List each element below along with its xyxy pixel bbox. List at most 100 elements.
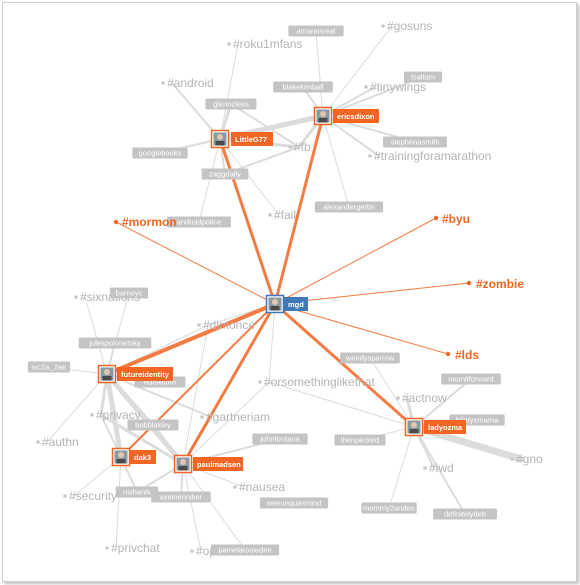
gray-edge — [322, 115, 350, 208]
user-label: amareisreal — [296, 27, 336, 36]
user-node-pamelarosiedee[interactable]: pamelarosiedee — [210, 544, 280, 556]
gray-edge — [268, 381, 415, 428]
user-node-blakekimball[interactable]: blakekimball — [273, 81, 333, 93]
hashtag-node-fail[interactable]: #fail — [268, 208, 296, 222]
user-node-ericsdixon[interactable]: ericsdixon — [313, 106, 380, 126]
user-node-dak3[interactable]: dak3 — [111, 447, 157, 467]
hashtag-label: #tinywings — [370, 80, 426, 94]
graph-nodes: #gosuns #roku1mfans #android #tinywings #fb #… — [27, 19, 543, 558]
gray-edge — [268, 303, 276, 383]
user-node-tsaltom[interactable]: tsaltom — [403, 71, 443, 83]
user-node-zaggdaily[interactable]: zaggdaily — [201, 168, 249, 180]
hashtag-node-gno[interactable]: #gno — [510, 452, 543, 466]
user-label: LittleG77 — [235, 135, 267, 144]
user-label: barneyc — [116, 289, 143, 298]
hashtag-label: #privchat — [111, 541, 160, 555]
hashtag-label: #mormon — [122, 215, 177, 229]
user-label: pamelarosiedee — [218, 546, 271, 555]
hashtag-node-iwd[interactable]: #iwd — [423, 461, 454, 475]
gray-edge — [219, 138, 280, 216]
user-node-mommy2andoo[interactable]: mommy2andoo — [361, 502, 417, 514]
user-label: futureidentity — [121, 370, 170, 379]
hashtag-label: #dimonce — [203, 318, 255, 332]
hashtag-node-fb[interactable]: #fb — [288, 140, 311, 154]
orange-edge — [274, 303, 449, 355]
hashtag-label: #security — [69, 489, 117, 503]
user-label: lhenpecked — [341, 436, 379, 445]
orange-edge — [106, 302, 276, 376]
hashtag-node-dimonce[interactable]: #dimonce — [197, 318, 255, 332]
user-node-glennzlees[interactable]: glennzlees — [205, 98, 257, 110]
user-node-amareisreal[interactable]: amareisreal — [288, 25, 344, 37]
user-node-nishantk[interactable]: nishantk — [115, 486, 159, 498]
center-node-mgd[interactable]: mgd — [265, 294, 309, 314]
hashtag-node-mormon[interactable]: #mormon — [113, 215, 177, 229]
orange-edge — [181, 303, 277, 465]
gray-edge — [182, 463, 202, 552]
hashtag-node-lds[interactable]: #lds — [445, 348, 480, 362]
user-node-weeunquietmind[interactable]: weeunquietmind — [259, 497, 329, 509]
hashtag-node-authn[interactable]: #authn — [36, 435, 79, 449]
user-node-definitelydeb[interactable]: definitelydeb — [433, 508, 497, 520]
hashtag-network-graph[interactable]: #gosuns #roku1mfans #android #tinywings #fb #… — [3, 3, 577, 582]
user-node-axelnenniker[interactable]: axelnenniker — [151, 491, 211, 503]
hashtag-node-zombie[interactable]: #zombie — [466, 277, 525, 291]
user-label: hilaryxmama — [456, 416, 499, 425]
hashtag-node-gartneriam[interactable]: #gartneriam — [200, 410, 270, 424]
gray-edge — [198, 138, 221, 223]
user-node-lhenpecked[interactable]: lhenpecked — [334, 434, 386, 446]
orange-edge — [274, 217, 437, 305]
avatar-icon — [404, 417, 424, 437]
hashtag-node-nausea[interactable]: #nausea — [233, 480, 285, 494]
user-node-wc2a-2ae[interactable]: wc2a_2ae — [27, 361, 71, 373]
gray-edge — [369, 357, 415, 428]
user-node-johnfontana[interactable]: johnfontana — [252, 433, 308, 445]
orange-edge — [218, 138, 277, 305]
hashtag-node-privacy[interactable]: #privacy — [90, 408, 141, 422]
user-node-androidpolice[interactable]: androidpolice — [167, 216, 231, 228]
gray-edge — [388, 426, 415, 509]
user-node-julespolonetsky[interactable]: julespolonetsky — [78, 337, 152, 349]
hashtag-node-gosuns[interactable]: #gosuns — [381, 19, 432, 33]
user-label: nishantk — [123, 488, 151, 497]
user-label: ladyozma — [428, 423, 463, 432]
gray-edge — [115, 456, 122, 549]
orange-edge — [115, 221, 276, 305]
user-node-googlebooks[interactable]: googlebooks — [132, 147, 188, 159]
center-label: mgd — [288, 300, 304, 309]
gray-edge — [99, 413, 185, 466]
hashtag-label: #orsomethinglikethat — [264, 375, 375, 389]
hashtag-node-actnow[interactable]: #actnow — [396, 391, 447, 405]
hashtag-node-security[interactable]: #security — [63, 489, 117, 503]
hashtag-label: #nausea — [239, 480, 285, 494]
hashtag-label: #authn — [42, 435, 79, 449]
user-label: mommy2andoo — [363, 504, 415, 513]
hashtag-node-trainingforamarathon[interactable]: #trainingforamarathon — [368, 149, 491, 163]
user-node-barneyc[interactable]: barneyc — [109, 287, 149, 299]
hashtag-node-orsomethinglikethat[interactable]: #orsomethinglikethat — [258, 375, 375, 389]
user-node-momitforward[interactable]: momitforward — [441, 373, 501, 385]
user-node-wendysparrow[interactable]: wendysparrow — [340, 352, 400, 364]
gray-edge — [171, 82, 221, 140]
hashtag-label: #actnow — [402, 391, 447, 405]
user-label: stephenasmith — [391, 138, 440, 147]
hashtag-node-tinywings[interactable]: #tinywings — [364, 80, 426, 94]
user-node-ladyozma[interactable]: ladyozma — [404, 417, 467, 437]
gray-edge — [322, 115, 380, 157]
user-label: googlebooks — [139, 149, 182, 158]
hashtag-node-roku1mfans[interactable]: #roku1mfans — [227, 37, 302, 51]
user-label: edfskitteh — [144, 378, 176, 387]
user-node-alexandergerbs[interactable]: alexandergerbs — [314, 201, 384, 213]
user-label: androidpolice — [177, 218, 222, 227]
user-node-paulmadsen[interactable]: paulmadsen — [173, 454, 244, 474]
orange-edge — [273, 115, 325, 305]
hashtag-node-android[interactable]: #android — [161, 76, 214, 90]
user-node-stephenasmith[interactable]: stephenasmith — [383, 136, 447, 148]
hashtag-node-byu[interactable]: #byu — [433, 212, 470, 226]
user-node-futureidentity[interactable]: futureidentity — [97, 364, 174, 384]
hashtag-node-privchat[interactable]: #privchat — [105, 541, 160, 555]
user-node-littleg77[interactable]: LittleG77 — [210, 129, 274, 149]
user-label: ericsdixon — [337, 112, 375, 121]
user-node-bobblakley[interactable]: bobblakley — [127, 419, 179, 431]
hashtag-label: #zombie — [476, 277, 524, 291]
